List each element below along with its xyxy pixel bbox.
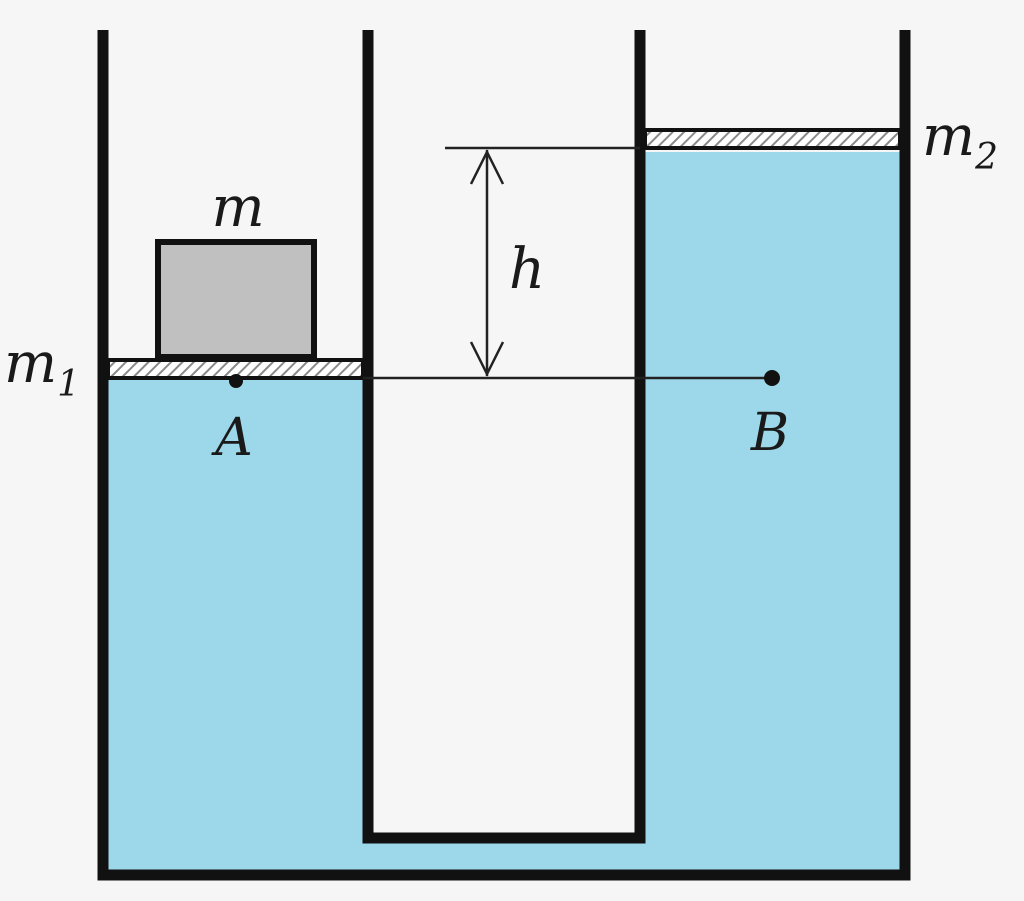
point-a-label: A <box>211 408 253 468</box>
piston-right-subscript: 2 <box>974 137 998 178</box>
mass-block-label: m <box>211 175 264 240</box>
height-label: h <box>509 237 545 302</box>
mass-block <box>155 239 317 360</box>
piston-left-symbol: m <box>4 331 57 396</box>
point-a-dot <box>229 374 243 388</box>
height-arrow <box>469 149 505 377</box>
point-b-dot <box>764 370 780 386</box>
piston-right-label: m2 <box>922 104 998 178</box>
liquid-fill <box>103 152 905 875</box>
piston-right <box>643 128 902 150</box>
piston-left-label: m1 <box>4 331 80 405</box>
piston-left-subscript: 1 <box>57 364 80 405</box>
piston-right-symbol: m <box>922 104 975 169</box>
vessel-walls <box>97 30 911 881</box>
point-b-label: B <box>750 403 789 463</box>
